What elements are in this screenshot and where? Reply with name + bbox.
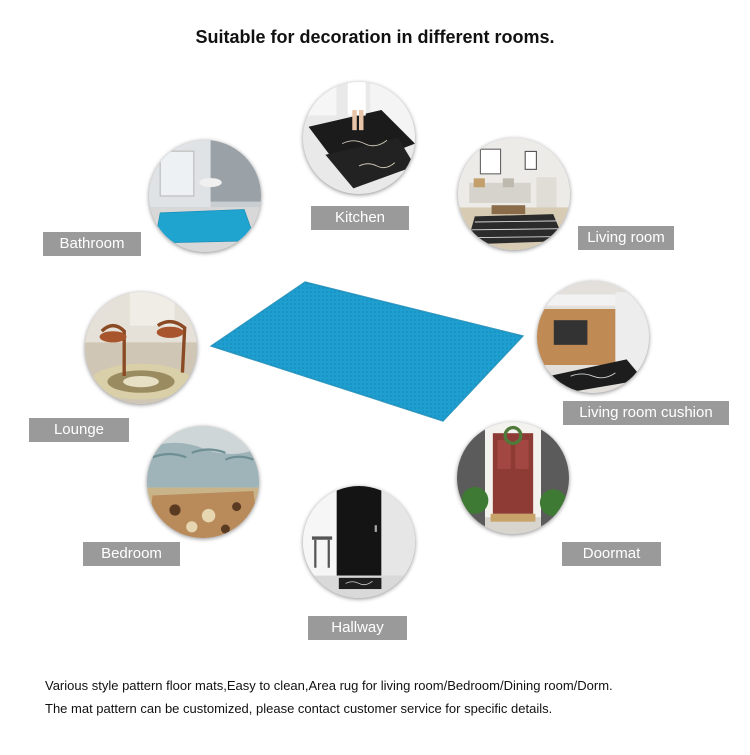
lounge-photo bbox=[85, 292, 197, 404]
living-room-photo bbox=[458, 138, 570, 250]
page-title: Suitable for decoration in different roo… bbox=[195, 27, 555, 47]
kitchen-label: Kitchen bbox=[311, 206, 409, 230]
living-room-cushion-label: Living room cushion bbox=[563, 401, 729, 425]
hallway-photo bbox=[303, 486, 415, 598]
bathroom-label: Bathroom bbox=[43, 232, 141, 256]
blue-floor-mat bbox=[209, 281, 525, 422]
living-room-cushion-photo bbox=[537, 281, 649, 393]
bathroom-photo bbox=[149, 140, 261, 252]
footer-line-1: Various style pattern floor mats,Easy to… bbox=[45, 678, 613, 693]
doormat-label: Doormat bbox=[562, 542, 661, 566]
bedroom-photo bbox=[147, 426, 259, 538]
footer-line-2: The mat pattern can be customized, pleas… bbox=[45, 701, 553, 716]
bedroom-label: Bedroom bbox=[83, 542, 180, 566]
living-room-label: Living room bbox=[578, 226, 674, 250]
kitchen-photo bbox=[303, 82, 415, 194]
hallway-label: Hallway bbox=[308, 616, 407, 640]
doormat-photo bbox=[457, 422, 569, 534]
lounge-label: Lounge bbox=[29, 418, 129, 442]
